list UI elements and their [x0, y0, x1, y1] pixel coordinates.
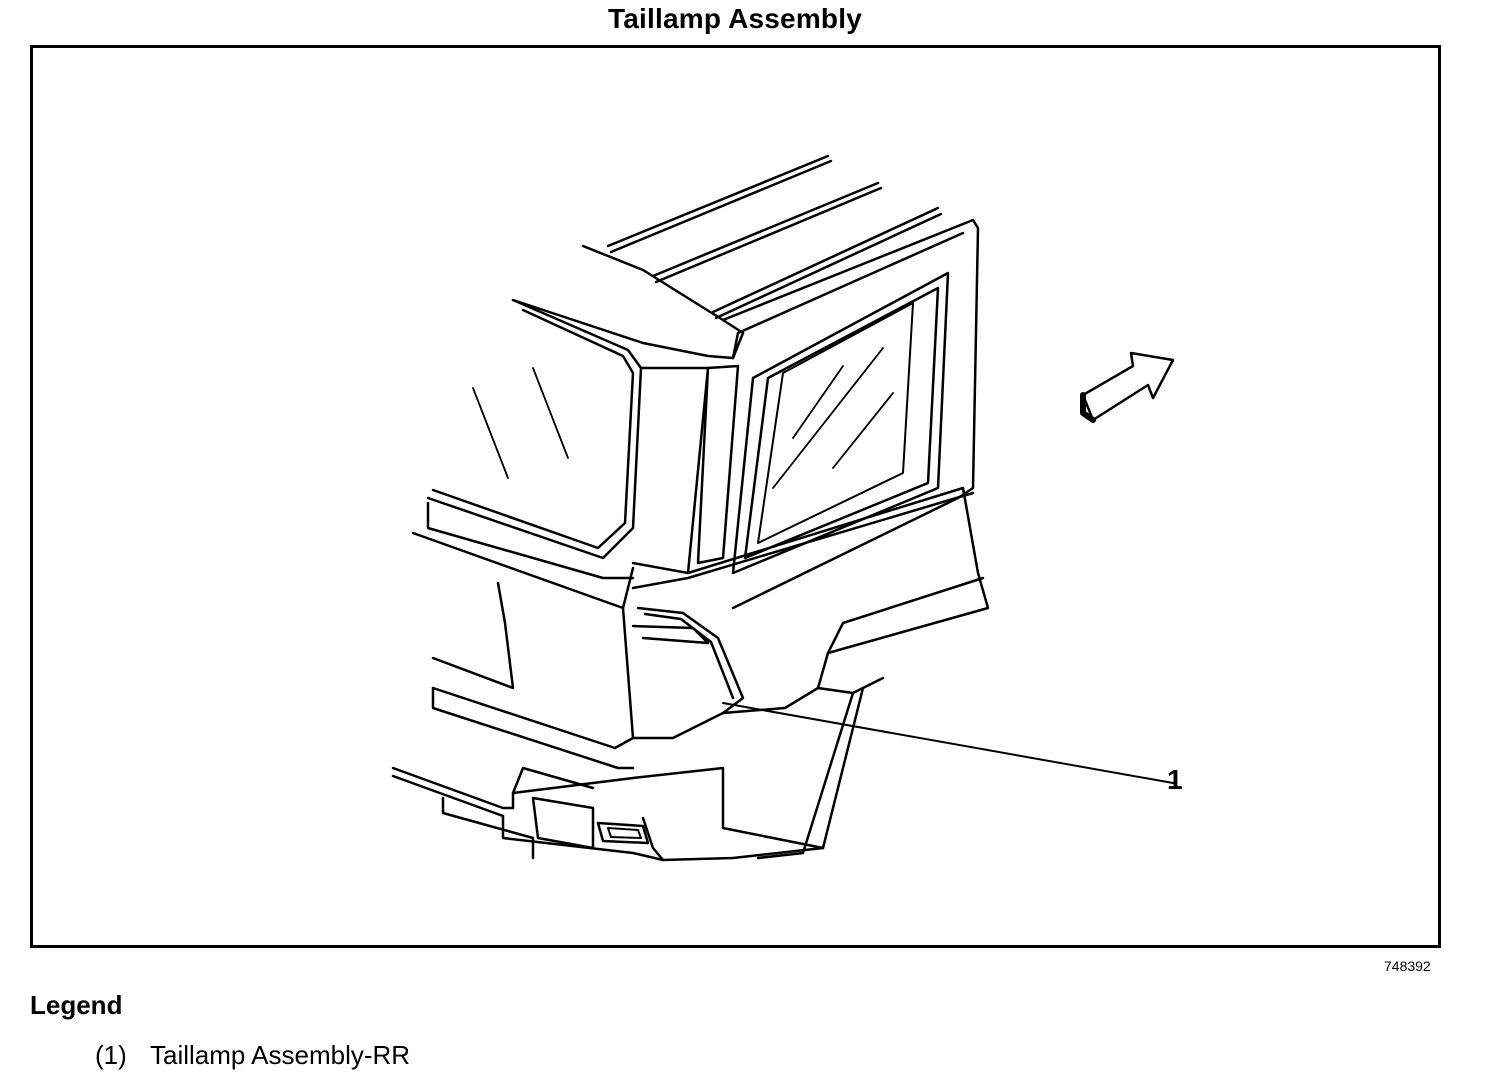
- roof-edge-right: [721, 218, 980, 610]
- roof-outline: [511, 244, 745, 360]
- legend-heading: Legend: [30, 990, 123, 1020]
- legend-item-label: Taillamp Assembly-RR: [150, 1040, 411, 1070]
- page-title: Taillamp Assembly: [608, 3, 862, 34]
- figure-id: 748392: [1384, 958, 1431, 974]
- liftgate-body: [411, 501, 635, 770]
- rear-bumper: [391, 766, 825, 862]
- quarter-window: [696, 271, 950, 575]
- legend-item: (1) Taillamp Assembly-RR: [95, 1040, 410, 1071]
- vehicle-rear-illustration: [391, 154, 1175, 862]
- quarter-panel: [631, 486, 990, 860]
- callout-label-1: 1: [1167, 764, 1183, 795]
- illustration-frame: [30, 45, 1441, 948]
- roof-rails: [606, 154, 943, 320]
- forward-direction-arrow-icon: [1080, 351, 1175, 423]
- taillamp-assembly: [631, 606, 745, 740]
- rear-glass: [426, 298, 643, 560]
- callout-leader-line: [722, 702, 1174, 784]
- legend-item-number: (1): [95, 1040, 127, 1070]
